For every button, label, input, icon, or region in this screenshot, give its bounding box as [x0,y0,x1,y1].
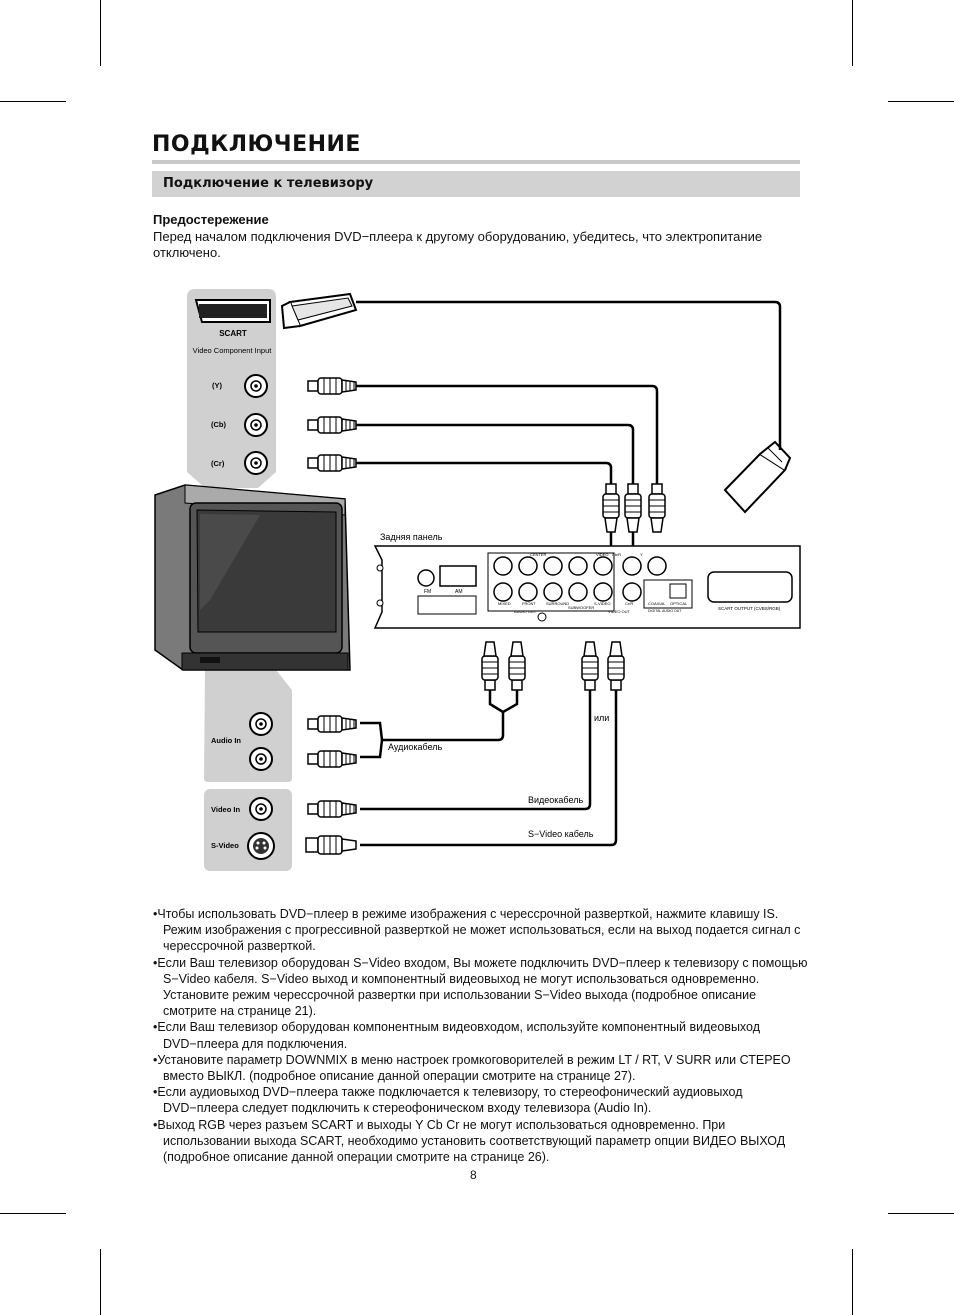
tv-video-panel [204,789,292,871]
panel-label-video-out: VIDEO OUT [608,609,631,614]
tv-audio-panel [204,670,292,782]
or-label: или [594,713,609,723]
crop-mark [852,1249,853,1315]
title-rule [152,160,800,164]
rca-plug-y-icon [307,377,357,395]
crop-mark [852,0,853,66]
rca-plug-player-cr-icon [602,483,620,533]
scart-socket-icon [194,299,271,323]
connection-diagram: SCART Video Component Input (Y) (Cb) (Cr… [154,289,801,871]
page-number: 8 [470,1168,477,1182]
rca-plug-video-out-icon [581,641,599,691]
rca-plug-video-icon [307,800,357,818]
video-cable-label: Видеокабель [528,795,583,805]
panel-label-center: CENTER [530,552,547,557]
tv-scart-label: SCART [219,329,247,338]
panel-label-surround: SURROUND [546,601,569,606]
panel-label-coaxial: COAXIAL [648,601,666,606]
notes-list: Чтобы использовать DVD−плеер в режиме из… [153,906,813,1165]
note-item: Чтобы использовать DVD−плеер в режиме из… [153,906,813,955]
panel-label-fm: FM [424,589,431,595]
section-title: Подключение к телевизору [163,176,374,191]
rca-plug-audio-l-icon [307,715,357,733]
rca-plug-cb-icon [307,416,357,434]
jack-label-cr: (Cr) [211,459,225,468]
audio-in-left-jack-icon [249,712,273,736]
panel-label-cb: Cb/R [612,552,621,557]
panel-label-audio-out: AUDIO OUT [514,609,537,614]
rca-plug-audio-r-icon [307,750,357,768]
rca-plug-player-cb-icon [624,483,642,533]
jack-cb-icon [244,413,268,437]
panel-label-svideo: S-VIDEO [594,601,610,606]
panel-label-cr: Cr/R [625,601,633,606]
audio-cable-label: Аудиокабель [388,742,443,752]
panel-label-am: AM [455,589,463,595]
panel-label-y: Y [640,552,643,557]
panel-label-subwoofer: SUBWOOFER [568,605,594,610]
section-header: Подключение к телевизору [152,171,800,197]
rca-plug-audio-out-l-icon [481,641,499,691]
page-title: ПОДКЛЮЧЕНИЕ [152,132,361,157]
note-item: Если аудиовыход DVD−плеера также подключ… [153,1084,813,1116]
jack-cr-icon [244,451,268,475]
video-component-input-label: Video Component Input [193,346,273,355]
rca-plug-cr-icon [307,454,357,472]
svideo-cable-label: S−Video кабель [528,829,594,839]
tv-component-panel [187,289,276,488]
jack-label-cb: (Cb) [211,420,226,429]
crop-mark [100,1249,101,1315]
crop-mark [888,101,954,102]
tv-icon [154,484,351,671]
scart-plug-player-icon [723,440,792,514]
panel-label-front: FRONT [522,601,536,606]
crop-mark [888,1213,954,1214]
rca-plug-svideo-out-icon [607,641,625,691]
s-video-label: S-Video [211,841,239,850]
jack-y-icon [244,374,268,398]
panel-label-mixed: MIXED [498,601,511,606]
panel-label-optical: OPTICAL [670,601,688,606]
rear-panel-label: Задняя панель [380,532,443,542]
scart-output-label: SCART OUTPUT (CVBS/RGB) [718,606,781,611]
panel-label-digital: DIGITAL AUDIO OUT [648,609,682,613]
caution-text: Перед началом подключения DVD−плеера к д… [153,229,763,260]
panel-label-video: VIDEO [596,552,608,557]
crop-mark [0,101,66,102]
audio-in-right-jack-icon [249,747,273,771]
video-in-jack-icon [249,797,273,821]
rca-plug-audio-out-r-icon [508,641,526,691]
rca-plug-player-y-icon [648,483,666,533]
note-item: Выход RGB через разъем SCART и выходы Y … [153,1117,813,1166]
svideo-plug-icon [305,835,357,855]
crop-mark [0,1213,66,1214]
crop-mark [100,0,101,66]
note-item: Если Ваш телевизор оборудован компонентн… [153,1019,813,1051]
dvd-rear-panel [373,545,801,629]
video-in-label: Video In [211,805,240,814]
caution-heading: Предостережение [153,212,269,227]
scart-plug-icon [280,292,358,330]
note-item: Установите параметр DOWNMIX в меню настр… [153,1052,813,1084]
jack-label-y: (Y) [212,381,223,390]
audio-in-label: Audio In [211,736,241,745]
s-video-jack-icon [247,832,275,860]
note-item: Если Ваш телевизор оборудован S−Video вх… [153,955,813,1020]
